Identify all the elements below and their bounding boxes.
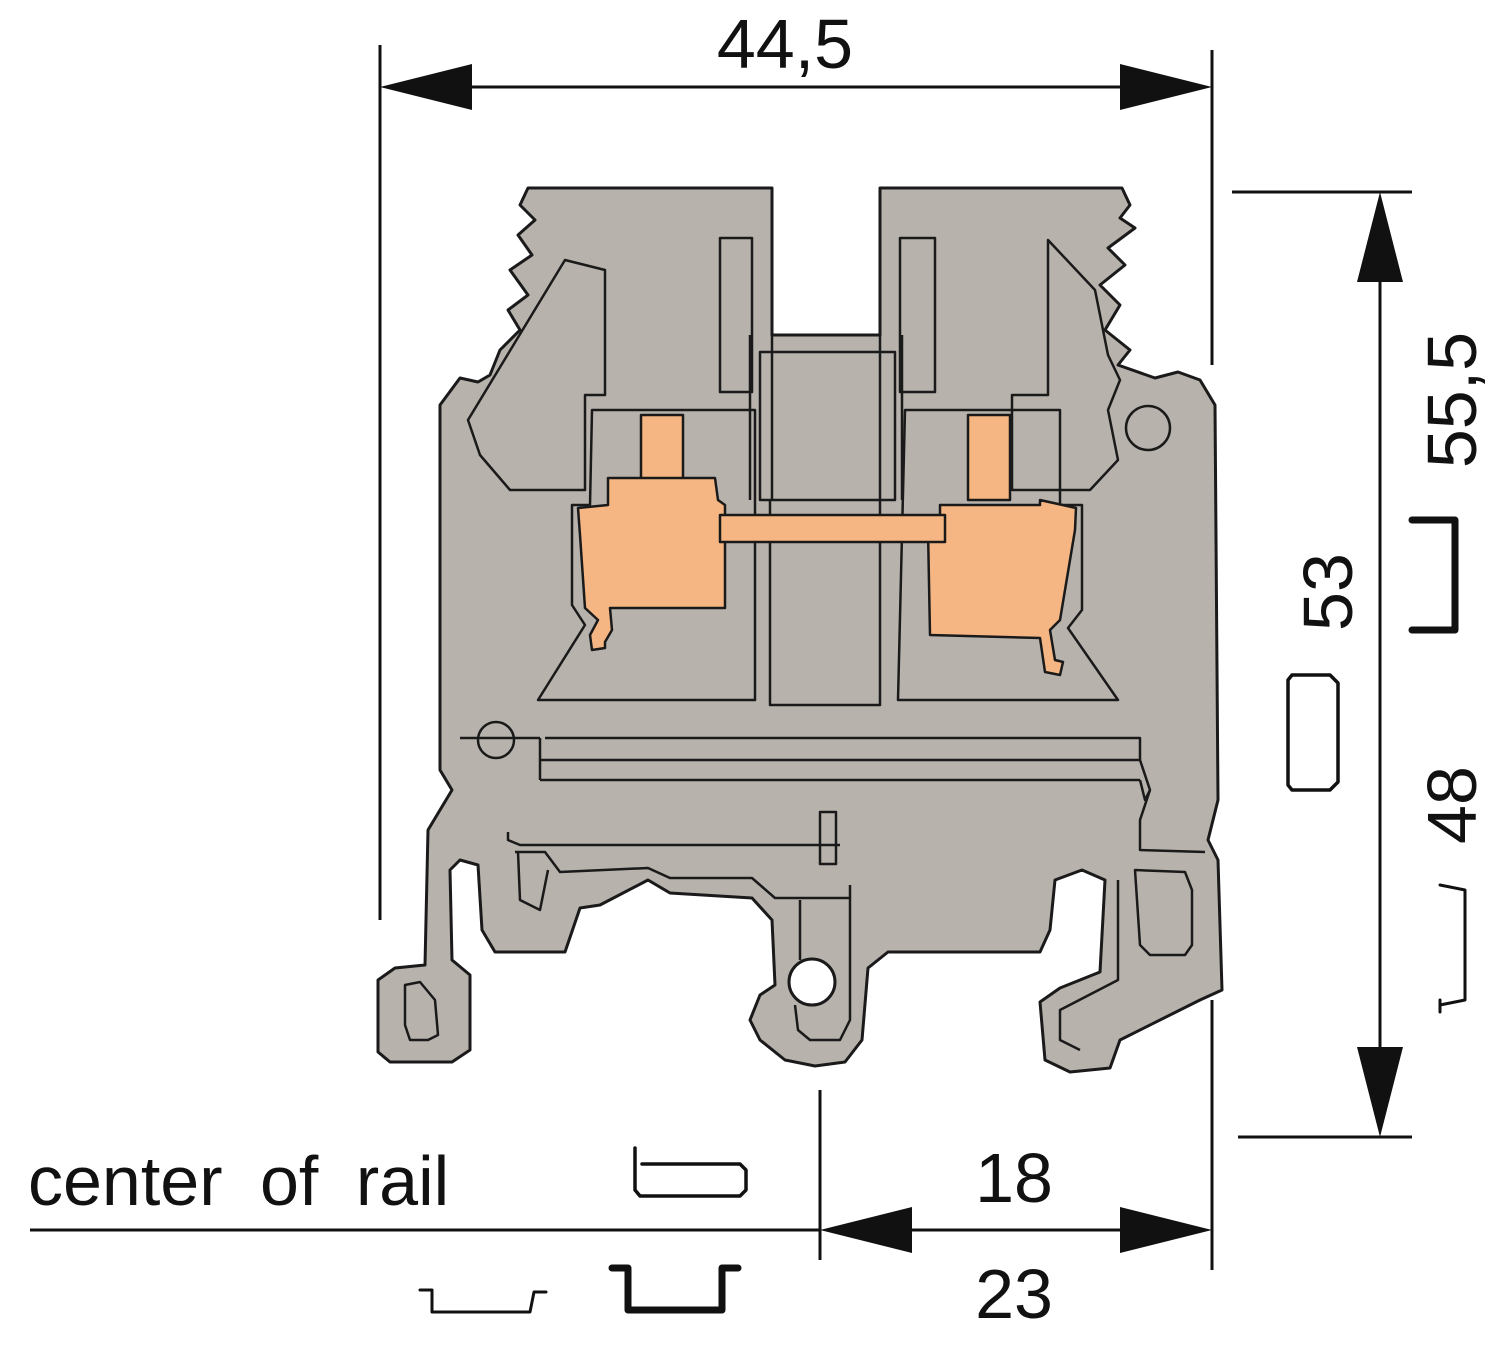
center-of-rail-label: center of rail bbox=[28, 1142, 449, 1220]
rail-release-hole bbox=[787, 957, 837, 1007]
arrow-up bbox=[1357, 192, 1403, 282]
dimension-label-53: 53 bbox=[1289, 553, 1367, 631]
clamp-right bbox=[926, 498, 1078, 677]
dimension-height: 55,5 53 48 bbox=[1210, 190, 1491, 1270]
arrow-right-bottom bbox=[1120, 1207, 1212, 1253]
rail-profile-hat-icon bbox=[1408, 516, 1459, 634]
dimension-label-18: 18 bbox=[975, 1139, 1053, 1217]
terminal-block bbox=[376, 186, 1224, 1074]
dimension-rail-offset: 18 23 center of rail bbox=[28, 1090, 1212, 1333]
dimension-label-width: 44,5 bbox=[717, 5, 853, 83]
rail-profile-c-icon bbox=[1286, 673, 1340, 792]
dimension-overall-width: 44,5 bbox=[378, 5, 1214, 920]
bridge-bar bbox=[718, 513, 947, 544]
dimension-label-48: 48 bbox=[1413, 766, 1491, 844]
arrow-right bbox=[1120, 64, 1212, 110]
clamp-left bbox=[576, 476, 727, 652]
dimension-label-55-5: 55,5 bbox=[1413, 332, 1491, 468]
rail-profile-shallow-icon bbox=[418, 1288, 548, 1314]
rail-profile-c-icon bbox=[633, 1146, 748, 1198]
dimension-label-23: 23 bbox=[975, 1255, 1053, 1333]
rail-profile-hat-icon bbox=[608, 1264, 742, 1314]
screw-hole-left bbox=[476, 720, 516, 760]
screw-hole-right bbox=[1124, 404, 1172, 452]
rail-profile-shallow-icon bbox=[1438, 883, 1467, 1014]
arrow-down bbox=[1357, 1047, 1403, 1137]
arrow-left bbox=[380, 64, 472, 110]
arrow-left-bottom bbox=[820, 1207, 912, 1253]
screw-right bbox=[966, 413, 1012, 502]
screw-left bbox=[639, 413, 685, 482]
